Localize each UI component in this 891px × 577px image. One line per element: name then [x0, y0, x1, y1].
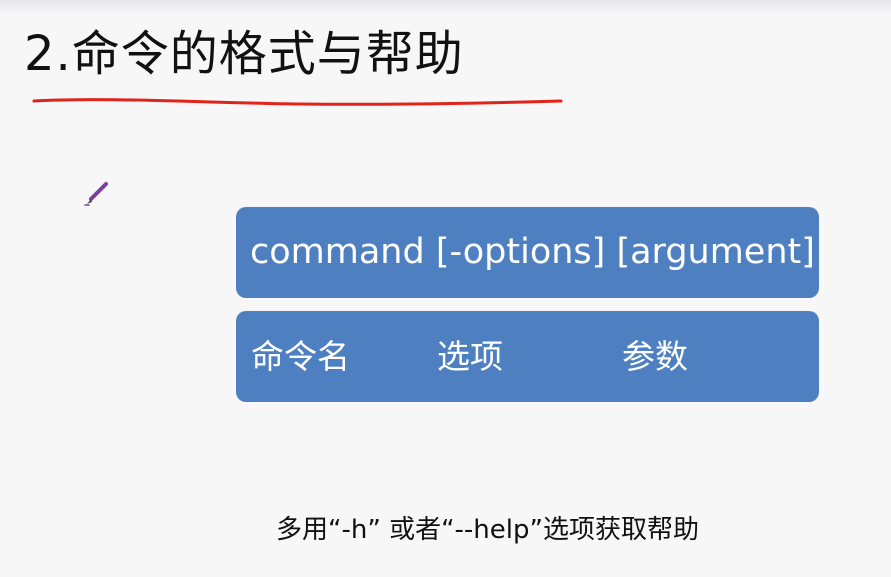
- command-name-label: 命令名: [251, 337, 350, 376]
- command-parts-box: 命令名 选项 参数: [236, 311, 819, 402]
- help-hint-text: 多用“-h” 或者“--help”选项获取帮助: [276, 515, 699, 545]
- command-syntax-text: command [-options] [argument]: [250, 232, 815, 272]
- command-syntax-box: command [-options] [argument]: [236, 207, 819, 298]
- pen-icon[interactable]: [82, 181, 110, 207]
- top-bar: [0, 0, 891, 14]
- options-label: 选项: [437, 337, 503, 376]
- argument-label: 参数: [622, 337, 688, 376]
- title-underline: [32, 98, 563, 106]
- slide-title: 2.命令的格式与帮助: [24, 26, 464, 82]
